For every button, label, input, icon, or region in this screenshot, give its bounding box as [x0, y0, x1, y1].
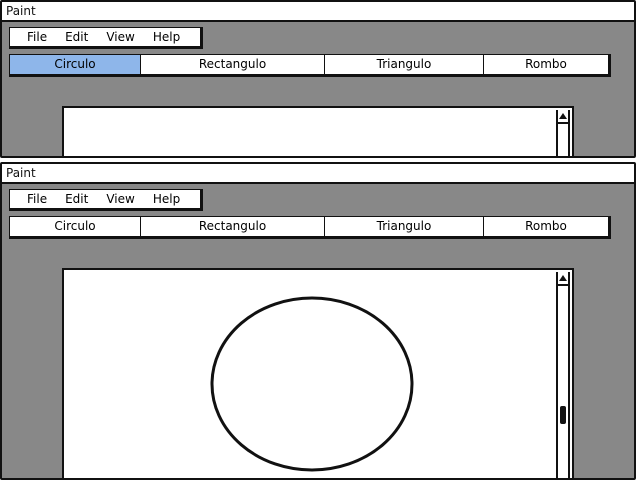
menu-edit[interactable]: Edit — [65, 192, 89, 206]
scroll-up-arrow-icon[interactable] — [558, 110, 568, 124]
tab-circulo[interactable]: Circulo — [10, 217, 141, 236]
tab-rectangulo[interactable]: Rectangulo — [141, 217, 325, 236]
drawn-circle[interactable] — [210, 296, 414, 472]
menu-view[interactable]: View — [106, 30, 135, 44]
drawing-canvas[interactable] — [62, 106, 574, 156]
window-title: Paint — [2, 164, 634, 184]
drawing-canvas[interactable] — [62, 268, 574, 480]
menu-bar: File Edit View Help — [9, 27, 203, 49]
tab-rombo[interactable]: Rombo — [525, 219, 567, 233]
tab-circulo[interactable]: Circulo — [10, 55, 141, 74]
client-area: File Edit View Help Circulo Rectangulo T… — [2, 22, 634, 156]
tab-rectangulo[interactable]: Rectangulo — [141, 55, 325, 74]
menu-view[interactable]: View — [106, 192, 135, 206]
vertical-scrollbar[interactable] — [556, 272, 570, 478]
paint-window-1: Paint File Edit View Help Circulo Rectan… — [0, 0, 636, 158]
menu-bar: File Edit View Help — [9, 189, 203, 211]
menu-edit[interactable]: Edit — [65, 30, 89, 44]
tab-rombo[interactable]: Rombo — [525, 57, 567, 71]
shape-tab-bar: Circulo Rectangulo Triangulo Rombo — [9, 216, 611, 239]
client-area: File Edit View Help Circulo Rectangulo T… — [2, 184, 634, 478]
menu-file[interactable]: File — [27, 30, 48, 44]
tab-triangulo[interactable]: Triangulo — [325, 217, 484, 236]
shape-tab-bar: Circulo Rectangulo Triangulo Rombo — [9, 54, 611, 77]
menu-file[interactable]: File — [27, 192, 48, 206]
vertical-scrollbar[interactable] — [556, 110, 570, 156]
scroll-up-arrow-icon[interactable] — [558, 272, 568, 286]
paint-window-2: Paint File Edit View Help Circulo Rectan… — [0, 162, 636, 480]
window-title: Paint — [2, 2, 634, 22]
tab-triangulo[interactable]: Triangulo — [325, 55, 484, 74]
scrollbar-thumb[interactable] — [560, 406, 566, 424]
menu-help[interactable]: Help — [152, 30, 181, 44]
menu-help[interactable]: Help — [152, 192, 181, 206]
drawing-surface[interactable] — [64, 270, 554, 480]
